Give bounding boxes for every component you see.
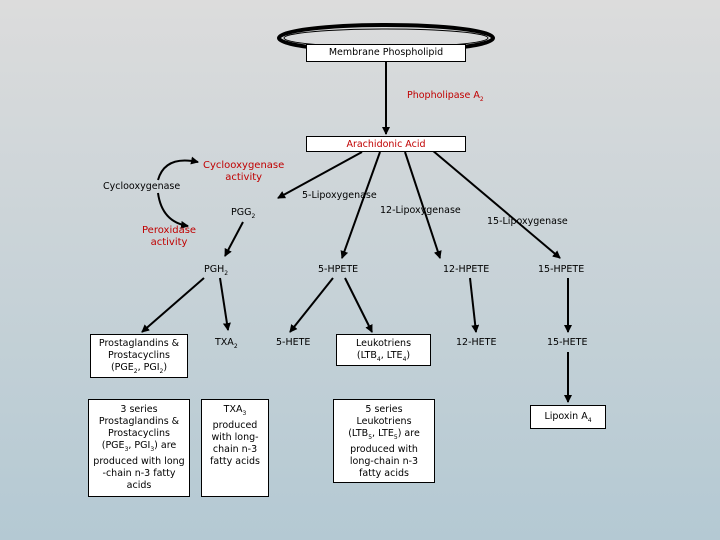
- txa2-label: TXA2: [215, 337, 238, 350]
- arrow-arachidonic-12hpete: [404, 151, 442, 259]
- leukotriens-box: Leukotriens (LTB4, LTE4): [336, 334, 431, 366]
- five-series-box: 5 series Leukotriens (LTB5, LTE5) are pr…: [333, 399, 435, 483]
- three-series-box: 3 series Prostaglandins & Prostacyclins …: [88, 399, 190, 497]
- arrow-5hpete-5hete: [289, 277, 334, 333]
- lipoxin-box: Lipoxin A4: [530, 405, 606, 429]
- txa3-box: TXA3 produced with long- chain n-3 fatty…: [201, 399, 269, 497]
- arrow-cox-curve: [157, 156, 199, 181]
- twelve-hpete-label: 12-HPETE: [443, 264, 490, 275]
- arrow-pgh-prost: [141, 277, 205, 333]
- fifteen-hpete-label: 15-HPETE: [538, 264, 585, 275]
- arrow-perox-curve: [157, 192, 189, 229]
- arachidonic-acid-box: Arachidonic Acid: [306, 136, 466, 152]
- arrow-arachidonic-5hpete: [340, 151, 381, 259]
- pgh2-label: PGH2: [204, 264, 229, 277]
- prostaglandins-box: Prostaglandins & Prostacyclins (PGE2, PG…: [90, 334, 188, 378]
- arachidonic-acid-label: Arachidonic Acid: [346, 139, 426, 150]
- arrow-pgg-pgh: [224, 221, 244, 257]
- fifteen-hete-label: 15-HETE: [547, 337, 588, 348]
- arrow-5hpete-leuk: [344, 277, 373, 333]
- twelve-hete-label: 12-HETE: [456, 337, 497, 348]
- phospholipase-label: Phopholipase A2: [407, 90, 484, 103]
- five-lipoxygenase-label: 5-Lipoxygenase: [302, 190, 377, 201]
- arrow-arachidonic-15hpete: [431, 149, 561, 259]
- arrow-arachidonic-pgg: [277, 151, 363, 199]
- cox-activity-label: Cyclooxygenase activity: [203, 160, 285, 183]
- cyclooxygenase-label: Cyclooxygenase: [103, 181, 181, 192]
- twelve-lipoxygenase-label: 12-Lipoxygenase: [380, 205, 461, 216]
- five-hete-label: 5-HETE: [276, 337, 311, 348]
- membrane-phospholipid-label: Membrane Phospholipid: [328, 47, 444, 58]
- arrow-12hpete-12hete: [469, 277, 480, 333]
- five-hpete-label: 5-HPETE: [318, 264, 359, 275]
- fifteen-lipoxygenase-label: 15-Lipoxygenase: [487, 216, 568, 227]
- peroxidase-activity-label: Peroxidase activity: [142, 225, 197, 248]
- arrow-pgh-txa: [219, 277, 231, 331]
- pgg2-label: PGG2: [231, 207, 256, 220]
- membrane-phospholipid-box: Membrane Phospholipid: [306, 44, 466, 62]
